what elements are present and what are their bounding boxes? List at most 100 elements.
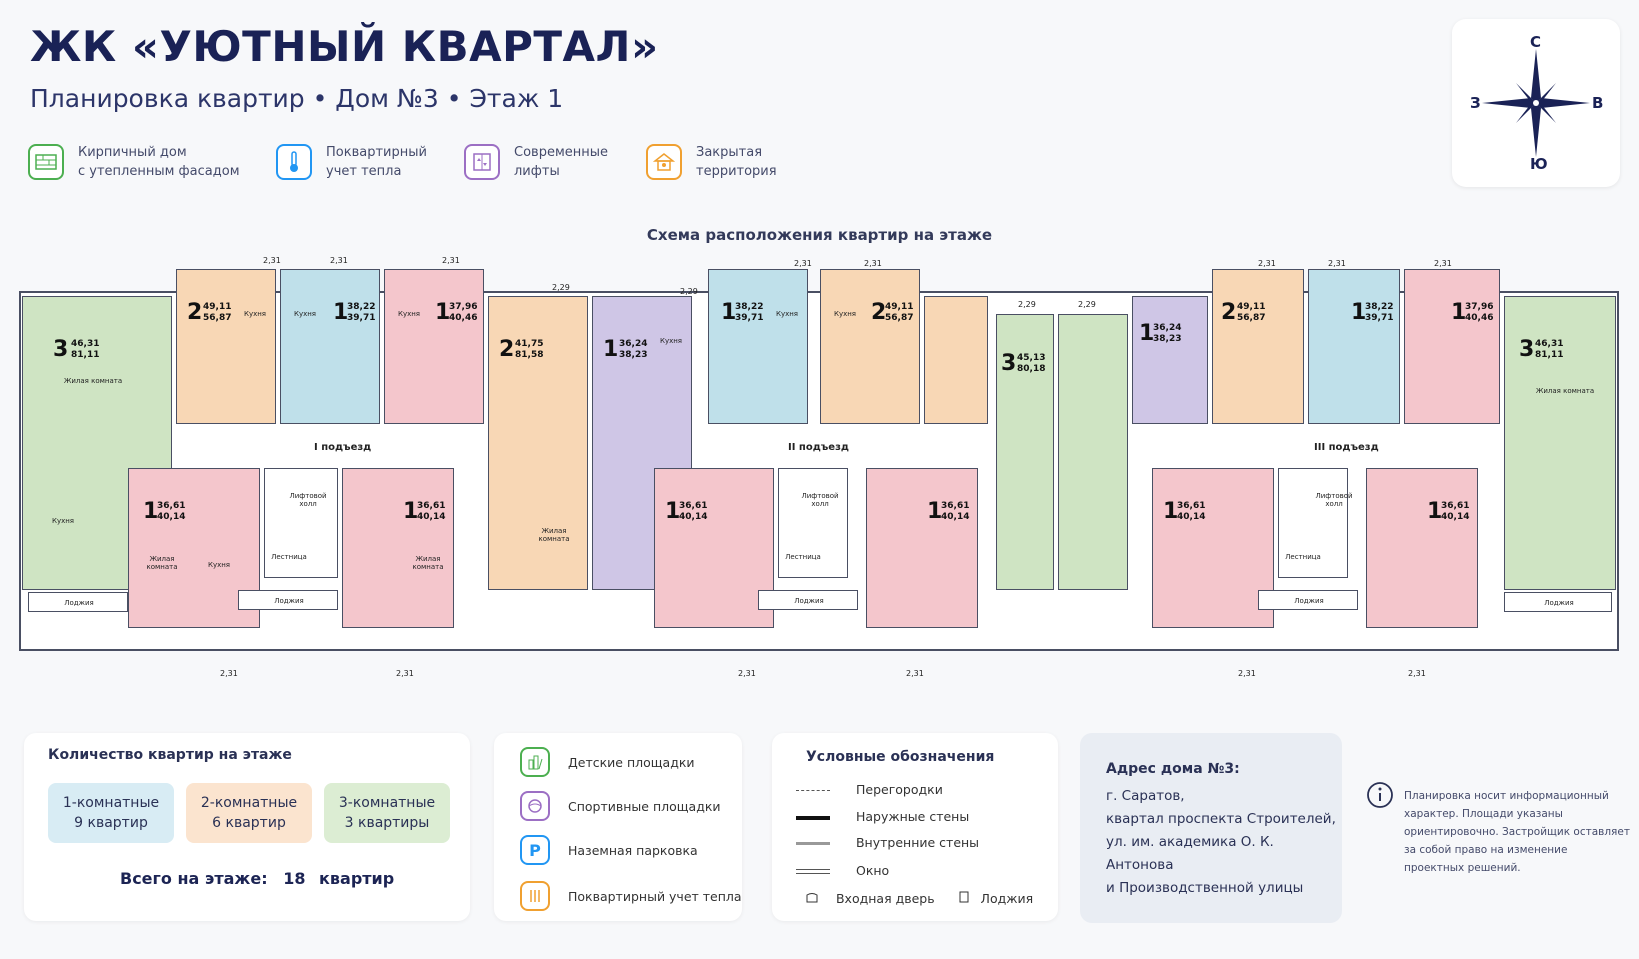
feature-line2: с утепленным фасадом — [78, 164, 240, 179]
compass: С Ю З В — [1452, 19, 1620, 187]
dimension-label: 2,29 — [552, 283, 570, 292]
note-line: Планировка носит информационный — [1404, 790, 1609, 802]
apartment-area-total: 40,14 — [1177, 512, 1206, 522]
apartment-rooms: 3 — [1001, 351, 1017, 376]
count-value: 3 квартиры — [344, 815, 430, 831]
dimension-label: 2,31 — [906, 669, 924, 678]
feature-line2: территория — [696, 164, 777, 179]
feature-line1: Кирпичный дом — [78, 145, 187, 160]
apartment-area-living: 37,96 — [449, 302, 478, 312]
legend-outer-walls: Наружные стены — [796, 809, 969, 824]
apartment-rooms: 2 — [499, 337, 515, 362]
apartment-area-total: 38,23 — [619, 350, 648, 360]
thermometer-icon — [276, 144, 312, 180]
apartment-area-living: 36,61 — [1441, 501, 1470, 511]
parking-icon: P — [520, 835, 550, 865]
legend-label: Перегородки — [855, 782, 943, 797]
dimension-label: 2,31 — [864, 259, 882, 268]
count-value: 6 квартир — [212, 815, 286, 831]
apartment-area-living: 46,31 — [1535, 339, 1564, 349]
loggia-label: Лоджия — [274, 597, 304, 605]
dimension-label: 2,29 — [680, 287, 698, 296]
apartment-rooms: 1 — [1351, 300, 1367, 325]
dimension-label: 2,29 — [1078, 300, 1096, 309]
feature-line1: Современные — [514, 145, 609, 160]
amenity-sports: Спортивные площадки — [520, 791, 721, 821]
note-line: проектных решений. — [1404, 862, 1521, 874]
apartment-rooms: 2 — [1221, 300, 1237, 325]
entrance-label-1: I подъезд — [314, 442, 372, 453]
apartment-area-living: 36,61 — [1177, 501, 1206, 511]
apartment-area-total: 81,11 — [71, 350, 100, 360]
compass-rose-icon — [1482, 49, 1590, 157]
room-label: Кухня — [293, 310, 317, 318]
total-unit: квартир — [319, 869, 395, 888]
dimension-label: 2,31 — [396, 669, 414, 678]
legend-card: Условные обозначения Перегородки Наружны… — [772, 733, 1058, 921]
apartment-area-total: 81,58 — [515, 350, 544, 360]
elevator-icon — [464, 144, 500, 180]
page-subtitle: Планировка квартир • Дом №3 • Этаж 1 — [30, 84, 564, 113]
total-label: Всего на этаже: — [120, 869, 268, 888]
dimension-label: 2,31 — [442, 256, 460, 265]
room-label: Кухня — [775, 310, 799, 318]
loggia: Лоджия — [758, 590, 858, 610]
gated-area-icon — [646, 144, 682, 180]
count-label: 2-комнатные — [200, 795, 298, 811]
amenities-card: Детские площадки Спортивные площадки P Н… — [494, 733, 742, 921]
lift-hall-label: Лифтовой холл — [1315, 492, 1353, 508]
dimension-label: 2,31 — [1328, 259, 1346, 268]
room-label: Кухня — [833, 310, 857, 318]
apartment-area-living: 36,61 — [941, 501, 970, 511]
apartment-area-total: 40,46 — [449, 313, 478, 323]
apartment-count-card: Количество квартир на этаже 1-комнатные … — [24, 733, 470, 921]
dimension-label: 2,29 — [1018, 300, 1036, 309]
page-title: ЖК «УЮТНЫЙ КВАРТАЛ» — [30, 22, 659, 71]
apartment-area-total: 39,71 — [347, 313, 376, 323]
dimension-label: 2,31 — [794, 259, 812, 268]
loggia-label: Лоджия — [1544, 599, 1574, 607]
loggia: Лоджия — [28, 592, 128, 612]
apartment-rooms: 1 — [927, 499, 943, 524]
apartment-area-living: 49,11 — [1237, 302, 1266, 312]
count-3room: 3-комнатные 3 квартиры — [324, 783, 450, 843]
compass-west: З — [1470, 94, 1481, 112]
apartment-area-living: 49,11 — [203, 302, 232, 312]
room-label: Кухня — [51, 517, 75, 525]
compass-north: С — [1530, 33, 1542, 51]
apartment-area-living: 36,61 — [417, 501, 446, 511]
dimension-label: 2,31 — [1434, 259, 1452, 268]
legend-door-loggia: Входная дверь Лоджия — [806, 891, 1033, 906]
dimension-label: 2,31 — [220, 669, 238, 678]
apartment-area-living: 38,22 — [347, 302, 376, 312]
loggia-label: Лоджия — [64, 599, 94, 607]
count-total: Всего на этаже: 18 квартир — [120, 869, 394, 888]
legend-label: Окно — [855, 863, 890, 878]
amenity-heat-meter: Поквартирный учет тепла — [520, 881, 742, 911]
dimension-label: 2,31 — [330, 256, 348, 265]
room-label: Жилая комната — [146, 555, 178, 571]
room-label: Жилая комната — [412, 555, 444, 571]
stairwell-3: Лестница — [1278, 468, 1348, 578]
